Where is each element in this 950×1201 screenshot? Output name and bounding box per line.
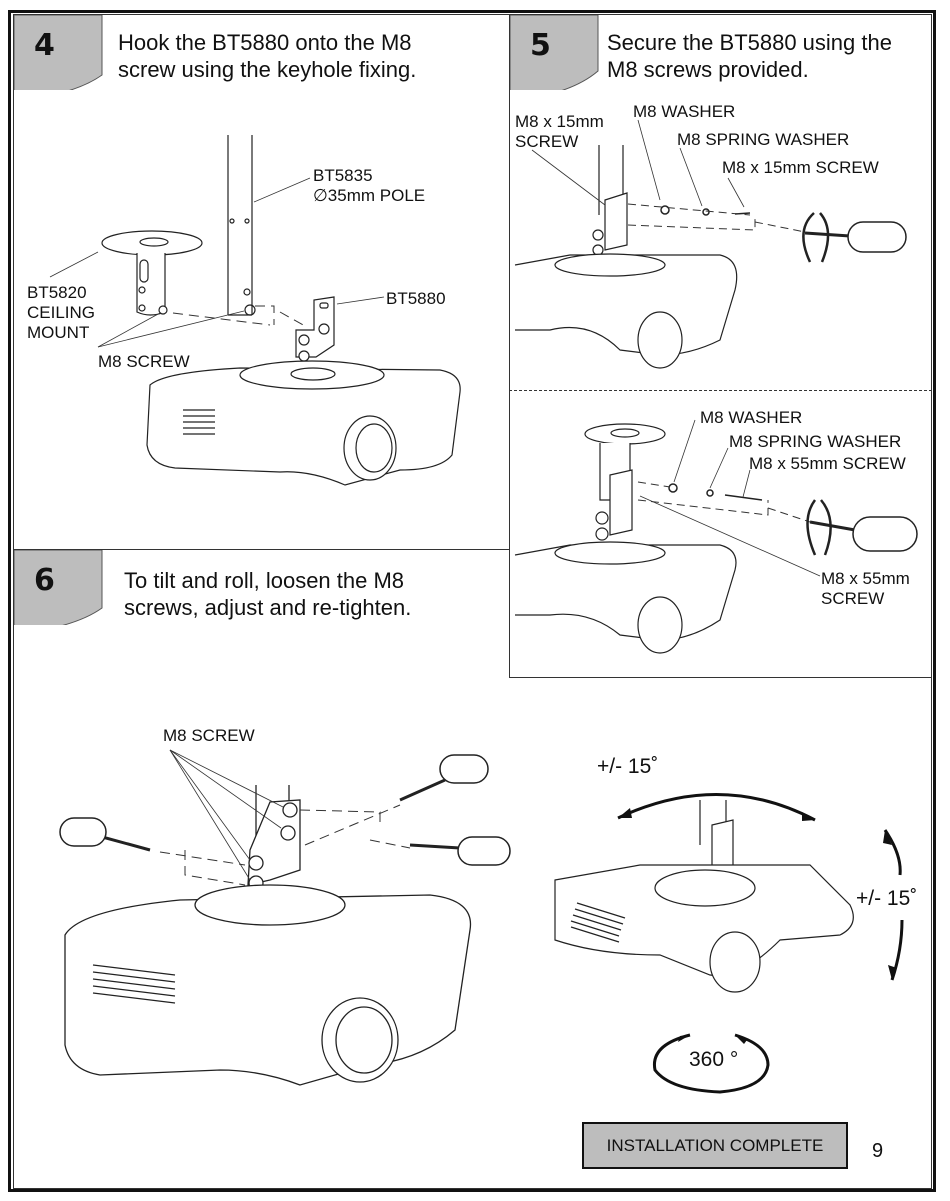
screwdriver-upper: [802, 212, 907, 263]
instruction-line: screws, adjust and re-tighten.: [124, 595, 412, 620]
step-number: 4: [34, 28, 56, 63]
step-6-tab: [14, 550, 103, 625]
screwdriver-lower: [806, 499, 918, 556]
label-line: CEILING: [27, 303, 96, 322]
step-4-tab: [14, 15, 103, 90]
pole-drawing: [227, 135, 256, 316]
label-line: M8 x 15mm: [515, 112, 604, 131]
label-line: ∅35mm POLE: [313, 186, 426, 205]
step-5-tab: [510, 15, 599, 90]
tilt-arrowhead: [802, 812, 815, 821]
rotate-arrowhead: [735, 1035, 747, 1044]
screwdrivers: [59, 754, 511, 866]
ceiling-mount-drawing: [101, 230, 203, 316]
pole-label: BT5835 ∅35mm POLE: [313, 166, 425, 206]
bracket-drawing: [295, 296, 335, 362]
rotate-arrowhead: [678, 1035, 690, 1042]
label-line: SCREW: [821, 589, 885, 608]
roll-angle-label: +/- 15˚: [856, 887, 918, 910]
tilt-angle-label: +/- 15˚: [597, 755, 659, 778]
step5-panel-bottom-border: [509, 677, 932, 678]
lower-washer-label: M8 WASHER: [700, 408, 803, 427]
divider-step4-step6: [13, 549, 510, 550]
projector-drawing: [146, 360, 461, 486]
step-6-left-illustration: [59, 749, 511, 1086]
step-number: 6: [34, 563, 56, 598]
installation-complete-badge: INSTALLATION COMPLETE: [582, 1122, 848, 1169]
upper-screw-left-label: M8 x 15mm SCREW: [515, 112, 604, 152]
upper-screw-right-label: M8 x 15mm SCREW: [722, 158, 879, 177]
page-outer-frame: [8, 10, 936, 1192]
label-line: SCREW: [515, 132, 579, 151]
screw-label: M8 SCREW: [163, 726, 255, 745]
lower-screw-right-label: M8 x 55mm SCREW: [749, 454, 906, 473]
instruction-line: screw using the keyhole fixing.: [118, 57, 417, 82]
divider-vertical-top: [509, 14, 510, 550]
instruction-line: M8 screws provided.: [607, 57, 809, 82]
screw-label: M8 SCREW: [98, 352, 190, 371]
step-4-illustration: [49, 135, 461, 486]
tilt-arrowhead: [618, 808, 632, 818]
step-instruction: Hook the BT5880 onto the M8 screw using …: [118, 29, 416, 83]
step5-panel-left-border: [509, 390, 510, 678]
rotate-arrow: [652, 1033, 770, 1094]
bracket-label: BT5880: [386, 289, 446, 308]
label-line: MOUNT: [27, 323, 90, 342]
roll-arrowhead: [883, 830, 892, 845]
step-number: 5: [530, 28, 552, 63]
label-line: BT5820: [27, 283, 87, 302]
roll-arrowhead: [888, 965, 897, 980]
label-line: M8 x 55mm: [821, 569, 910, 588]
rotation-angle-label: 360 °: [689, 1048, 739, 1071]
step-6-right-illustration: [554, 793, 904, 1094]
step-5-illustration: [514, 119, 918, 654]
step-instruction: To tilt and roll, loosen the M8 screws, …: [124, 567, 411, 621]
label-line: BT5835: [313, 166, 373, 185]
page-number: 9: [872, 1140, 884, 1162]
step-instruction: Secure the BT5880 using the M8 screws pr…: [607, 29, 892, 83]
tilt-arrow: [617, 793, 816, 822]
instruction-line: To tilt and roll, loosen the M8: [124, 568, 405, 593]
ceiling-mount-label: BT5820 CEILING MOUNT: [27, 283, 95, 343]
lower-spring-washer-label: M8 SPRING WASHER: [729, 432, 902, 451]
step5-dashed-separator: [509, 390, 932, 391]
instruction-line: Secure the BT5880 using the: [607, 30, 892, 55]
lower-screw-bottom-label: M8 x 55mm SCREW: [821, 569, 910, 609]
upper-washer-label: M8 WASHER: [633, 102, 736, 121]
instruction-line: Hook the BT5880 onto the M8: [118, 30, 412, 55]
upper-spring-washer-label: M8 SPRING WASHER: [677, 130, 850, 149]
